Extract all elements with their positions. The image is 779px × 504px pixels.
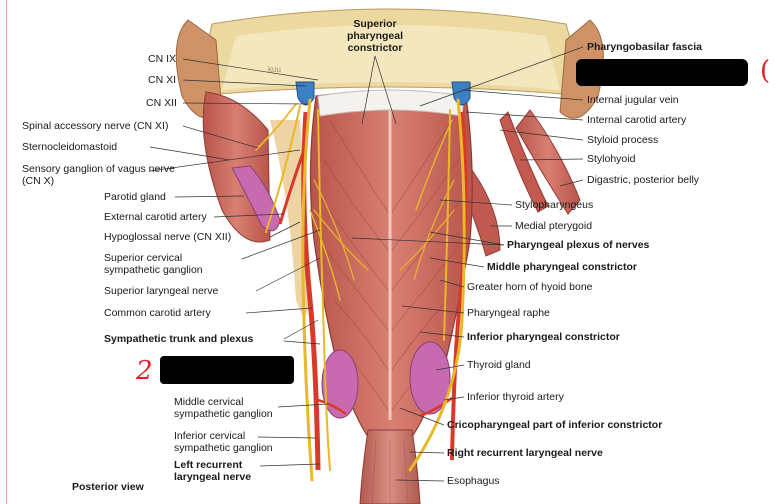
label-stylohyoid: Stylohyoid: [587, 153, 636, 165]
label-sensory-ganglion-vagus: Sensory ganglion of vagus nerve (CN X): [22, 163, 175, 187]
label-styloid-process: Styloid process: [587, 134, 659, 146]
label-sternocleidomastoid: Sternocleidomastoid: [22, 141, 118, 153]
left-sympathetic-trunk: [317, 109, 331, 471]
skull-base-inner: [222, 25, 560, 90]
label-thyroid-gland: Thyroid gland: [467, 359, 531, 371]
label-pharyngeal-raphe: Pharyngeal raphe: [467, 307, 550, 319]
pharyngobasilar-fascia-band: [317, 89, 465, 117]
handwritten-mark-1: (: [760, 56, 771, 86]
right-digastric: [515, 109, 581, 215]
right-thyroid-lobe: [409, 341, 451, 415]
label-middle-cervical-ganglion: Middle cervical sympathetic ganglion: [174, 396, 273, 420]
label-superior-cervical-ganglion: Superior cervical sympathetic ganglion: [104, 252, 203, 276]
label-hypoglossal: Hypoglossal nerve (CN XII): [104, 231, 232, 243]
label-right-recurrent-laryngeal: Right recurrent laryngeal nerve: [447, 447, 603, 459]
redaction-box-1: [576, 59, 748, 86]
left-external-carotid: [278, 149, 306, 225]
label-parotid-gland: Parotid gland: [104, 191, 166, 203]
left-hypoglossal: [265, 105, 301, 233]
left-spinal-accessory: [255, 103, 297, 151]
skull-watermark: kuu: [268, 65, 281, 74]
label-digastric: Digastric, posterior belly: [587, 174, 700, 186]
label-left-recurrent-laryngeal: Left recurrent laryngeal nerve: [174, 459, 252, 483]
label-superior-pharyngeal-constrictor: Superior pharyngeal constrictor: [346, 18, 404, 54]
label-greater-horn-hyoid: Greater horn of hyoid bone: [467, 281, 593, 293]
label-external-carotid: External carotid artery: [104, 211, 207, 223]
label-stylopharyngeus: Stylopharyngeus: [515, 199, 594, 211]
left-superior-laryngeal: [309, 209, 341, 301]
notebook-margin-line: [6, 0, 7, 504]
right-stylohyoid: [499, 111, 549, 213]
left-inferior-thyroid-artery-path: [317, 398, 347, 416]
label-internal-jugular: Internal jugular vein: [587, 94, 679, 106]
right-glossopharyngeal: [415, 119, 453, 211]
left-pharyngeal-plexus: [313, 179, 369, 281]
label-posterior-view: Posterior view: [72, 481, 144, 493]
left-vagus-nerve: [301, 98, 314, 482]
label-inferior-cervical-ganglion: Inferior cervical sympathetic ganglion: [174, 430, 273, 454]
label-cricopharyngeal: Cricopharyngeal part of inferior constri…: [447, 419, 663, 431]
label-cn-xi: CN XI: [148, 74, 177, 86]
label-middle-pharyngeal-constrictor: Middle pharyngeal constrictor: [487, 261, 637, 273]
right-pharyngeal-plexus: [399, 179, 455, 281]
label-internal-carotid: Internal carotid artery: [587, 114, 687, 126]
label-spinal-accessory: Spinal accessory nerve (CN XI): [22, 120, 169, 132]
label-medial-pterygoid: Medial pterygoid: [515, 220, 593, 232]
left-thyroid-lobe: [321, 349, 359, 419]
label-cn-ix: CN IX: [148, 53, 177, 65]
label-pharyngobasilar-fascia: Pharyngobasilar fascia: [587, 41, 702, 53]
label-superior-laryngeal: Superior laryngeal nerve: [104, 285, 219, 297]
label-inferior-pharyngeal-constrictor: Inferior pharyngeal constrictor: [467, 331, 620, 343]
right-carotid-artery: [450, 111, 468, 461]
redaction-box-2: [160, 356, 294, 384]
label-esophagus: Esophagus: [447, 475, 500, 487]
inferior-thyroid-artery-path: [419, 396, 453, 418]
label-common-carotid: Common carotid artery: [104, 307, 211, 319]
label-inferior-thyroid-artery: Inferior thyroid artery: [467, 391, 564, 403]
right-sympathetic-trunk: [443, 109, 451, 341]
right-jugular-vein: [451, 81, 471, 106]
label-sympathetic-trunk: Sympathetic trunk and plexus: [104, 333, 254, 345]
label-cn-xii: CN XII: [146, 97, 177, 109]
label-pharyngeal-plexus: Pharyngeal plexus of nerves: [507, 239, 650, 251]
handwritten-mark-2: 2: [136, 356, 153, 386]
